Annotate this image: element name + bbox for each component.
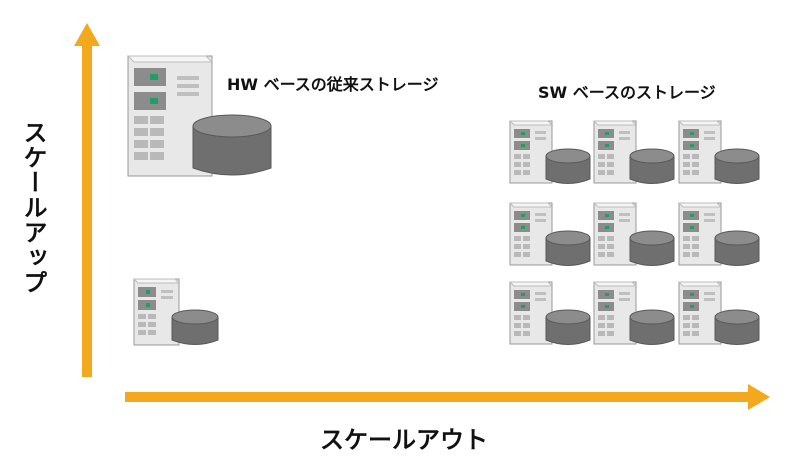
sw-server-icon-4 <box>508 202 591 266</box>
sw-server-icon-6 <box>677 202 760 266</box>
scale-out-arrow-shaft <box>125 392 750 402</box>
sw-server-icon-1 <box>508 120 591 184</box>
scale-out-arrow <box>125 384 770 410</box>
scale-up-arrow-head <box>74 23 100 46</box>
hw-large-server-icon <box>126 55 272 177</box>
scale-out-arrow-head <box>748 384 770 410</box>
sw-storage-label: SW ベースのストレージ <box>538 83 716 102</box>
scale-up-axis-label: スケールアップ <box>19 120 47 295</box>
scale-up-arrow-shaft <box>82 45 92 377</box>
sw-server-icon-8 <box>592 281 675 345</box>
scale-up-arrow <box>74 23 100 377</box>
scale-out-axis-label: スケールアウト <box>320 426 488 454</box>
sw-server-icon-2 <box>592 120 675 184</box>
hw-storage-label: HW ベースの従来ストレージ <box>227 75 439 94</box>
sw-server-icon-9 <box>677 281 760 345</box>
sw-server-icon-3 <box>677 120 760 184</box>
sw-server-icon-7 <box>508 281 591 345</box>
sw-server-icon-5 <box>592 202 675 266</box>
hw-small-server-icon <box>132 278 219 346</box>
